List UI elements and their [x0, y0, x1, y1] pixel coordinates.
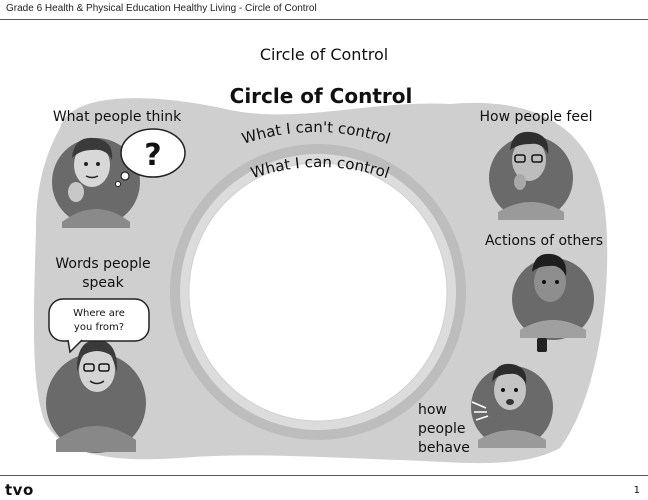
label-words-people-speak-line2: speak — [82, 275, 124, 291]
footer-divider — [0, 475, 648, 476]
thinking-person-illustration — [52, 137, 140, 228]
diagram-title: Circle of Control — [230, 84, 413, 108]
page-title: Circle of Control — [259, 45, 389, 64]
label-what-people-think: What people think — [53, 109, 182, 125]
header-divider — [0, 19, 648, 20]
document-header: Grade 6 Health & Physical Education Heal… — [6, 3, 317, 14]
label-words-people-speak-line1: Words people — [55, 256, 150, 272]
label-actions-of-others: Actions of others — [485, 233, 603, 249]
acting-person-illustration — [512, 253, 594, 352]
page-number: 1 — [633, 485, 640, 496]
upset-person-illustration — [471, 363, 553, 448]
speaking-person-illustration — [46, 340, 146, 453]
speech-line-1: Where are — [73, 308, 125, 319]
can-control-circle — [188, 162, 448, 422]
worried-person-illustration — [489, 131, 573, 220]
speech-line-2: you from? — [74, 322, 124, 333]
label-how-people-behave-line2: people — [418, 421, 465, 437]
thought-bubble: ? — [115, 128, 186, 187]
question-mark: ? — [144, 138, 161, 173]
label-how-people-behave-line3: behave — [418, 440, 470, 456]
label-how-people-behave-line1: how — [418, 402, 447, 418]
tvo-logo: tvo — [5, 481, 34, 499]
speech-bubble: Where are you from? — [48, 298, 150, 354]
label-how-people-feel: How people feel — [480, 109, 593, 125]
